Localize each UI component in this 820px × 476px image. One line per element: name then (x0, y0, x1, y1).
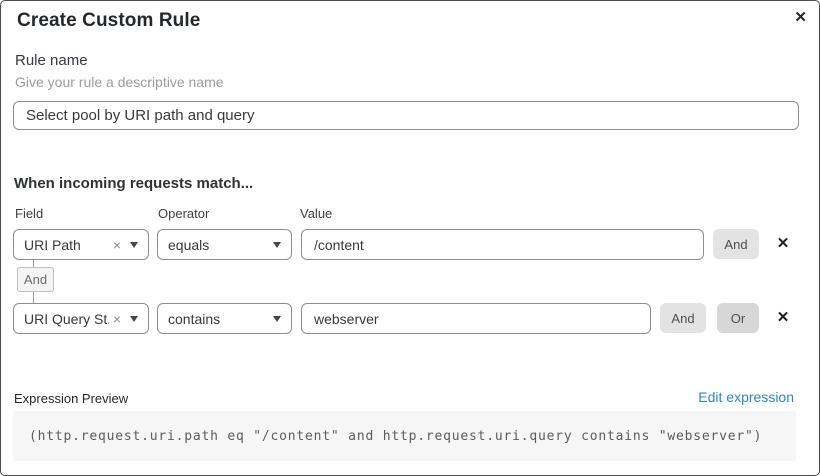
operator-column-label: Operator (158, 206, 210, 221)
operator-select-row1-value: equals (168, 236, 210, 253)
clear-icon[interactable]: × (112, 236, 121, 253)
match-heading: When incoming requests match... (14, 175, 254, 192)
connector-line (33, 260, 34, 268)
expression-preview-label: Expression Preview (14, 391, 129, 406)
caret-down-icon (273, 315, 281, 322)
value-input-row1[interactable] (301, 229, 704, 260)
expression-code: (http.request.uri.path eq "/content" and… (13, 411, 796, 461)
caret-down-icon (130, 315, 138, 322)
field-select-row2-value: URI Query St... (24, 310, 109, 327)
close-icon[interactable]: ✕ (792, 6, 809, 28)
field-select-row2[interactable]: URI Query St... × (13, 303, 149, 334)
clear-icon[interactable]: × (112, 310, 121, 327)
operator-select-row1[interactable]: equals (157, 229, 292, 260)
connector-line (33, 292, 34, 303)
value-input-row2[interactable] (301, 303, 651, 334)
delete-row2-icon[interactable]: ✕ (774, 308, 792, 328)
rule-name-label: Rule name (15, 52, 88, 69)
delete-row1-icon[interactable]: ✕ (774, 234, 792, 254)
value-column-label: Value (300, 206, 333, 221)
rule-name-hint: Give your rule a descriptive name (15, 74, 224, 90)
field-column-label: Field (15, 206, 44, 221)
field-select-row1[interactable]: URI Path × (13, 229, 149, 260)
dialog-title: Create Custom Rule (17, 10, 201, 31)
field-select-row1-value: URI Path (24, 236, 81, 253)
operator-select-row2-value: contains (168, 310, 221, 327)
connector-and-badge: And (17, 267, 54, 292)
edit-expression-link[interactable]: Edit expression (698, 389, 794, 405)
or-button-row2[interactable]: Or (717, 303, 759, 333)
and-button-row2[interactable]: And (660, 303, 706, 333)
caret-down-icon (273, 241, 281, 248)
rule-name-input[interactable] (13, 101, 799, 130)
and-button-row1[interactable]: And (713, 229, 759, 259)
caret-down-icon (130, 241, 138, 248)
operator-select-row2[interactable]: contains (157, 303, 292, 334)
